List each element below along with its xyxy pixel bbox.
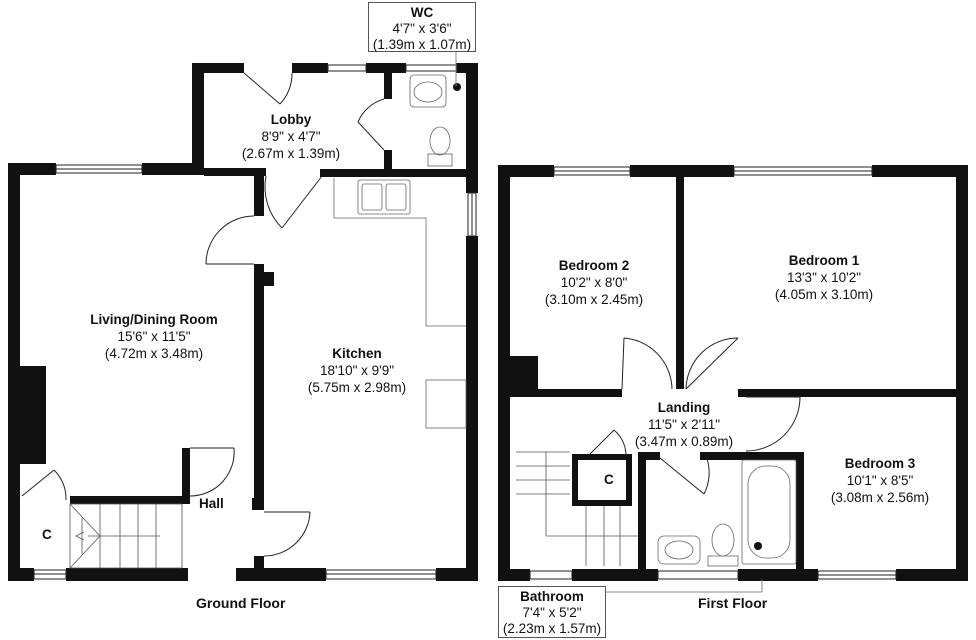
bedroom1-imperial: 13'3" x 10'2"	[786, 270, 862, 285]
bedroom3-metric: (3.08m x 2.56m)	[830, 490, 930, 505]
wc-imperial: 4'7" x 3'6"	[392, 21, 452, 36]
bedroom2-label: Bedroom 2 10'2" x 8'0" (3.10m x 2.45m)	[526, 257, 662, 308]
fixture-dots	[453, 83, 762, 550]
living-dining-imperial: 15'6" x 11'5"	[117, 329, 191, 344]
bedroom3-name: Bedroom 3	[844, 456, 916, 471]
wc-metric: (1.39m x 1.07m)	[372, 37, 472, 52]
fixtures	[333, 74, 797, 567]
hall-label: Hall	[199, 496, 224, 511]
kitchen-metric: (5.75m x 2.98m)	[307, 380, 407, 395]
landing-imperial: 11'5" x 2'11"	[647, 417, 721, 432]
stairs	[69, 451, 638, 569]
landing-name: Landing	[657, 400, 711, 415]
lobby-name: Lobby	[270, 112, 312, 127]
bathroom-metric: (2.23m x 1.57m)	[502, 621, 602, 636]
bedroom1-name: Bedroom 1	[788, 253, 860, 268]
lobby-metric: (2.67m x 1.39m)	[241, 146, 341, 161]
bedroom1-metric: (4.05m x 3.10m)	[774, 287, 874, 302]
landing-metric: (3.47m x 0.89m)	[634, 434, 734, 449]
first-cupboard-label: C	[604, 472, 614, 487]
bedroom2-name: Bedroom 2	[558, 258, 630, 273]
doors	[21, 72, 801, 557]
wc-label-box: WC 4'7" x 3'6" (1.39m x 1.07m)	[368, 2, 476, 52]
bedroom3-label: Bedroom 3 10'1" x 8'5" (3.08m x 2.56m)	[812, 455, 948, 506]
living-dining-metric: (4.72m x 3.48m)	[104, 346, 204, 361]
bedroom2-metric: (3.10m x 2.45m)	[544, 292, 644, 307]
kitchen-imperial: 18'10" x 9'9"	[319, 363, 395, 378]
bedroom2-imperial: 10'2" x 8'0"	[560, 275, 628, 290]
ground-floor-caption: Ground Floor	[196, 595, 286, 611]
landing-label: Landing 11'5" x 2'11" (3.47m x 0.89m)	[618, 399, 750, 450]
living-dining-label: Living/Dining Room 15'6" x 11'5" (4.72m …	[58, 311, 250, 362]
walls	[8, 63, 968, 581]
living-dining-name: Living/Dining Room	[90, 312, 218, 327]
ground-cupboard-label: C	[42, 527, 52, 542]
first-floor-caption: First Floor	[698, 595, 768, 611]
windows	[33, 64, 897, 580]
wc-name: WC	[410, 5, 434, 20]
bedroom3-imperial: 10'1" x 8'5"	[846, 473, 914, 488]
bathroom-label-box: Bathroom 7'4" x 5'2" (2.23m x 1.57m)	[498, 586, 606, 638]
label-leaders	[455, 52, 763, 593]
kitchen-name: Kitchen	[332, 346, 382, 361]
bedroom1-label: Bedroom 1 13'3" x 10'2" (4.05m x 3.10m)	[754, 252, 894, 303]
kitchen-label: Kitchen 18'10" x 9'9" (5.75m x 2.98m)	[288, 345, 426, 396]
lobby-imperial: 8'9" x 4'7"	[261, 129, 321, 144]
bathroom-name: Bathroom	[520, 589, 584, 604]
bathroom-imperial: 7'4" x 5'2"	[522, 605, 582, 620]
lobby-label: Lobby 8'9" x 4'7" (2.67m x 1.39m)	[218, 111, 364, 162]
